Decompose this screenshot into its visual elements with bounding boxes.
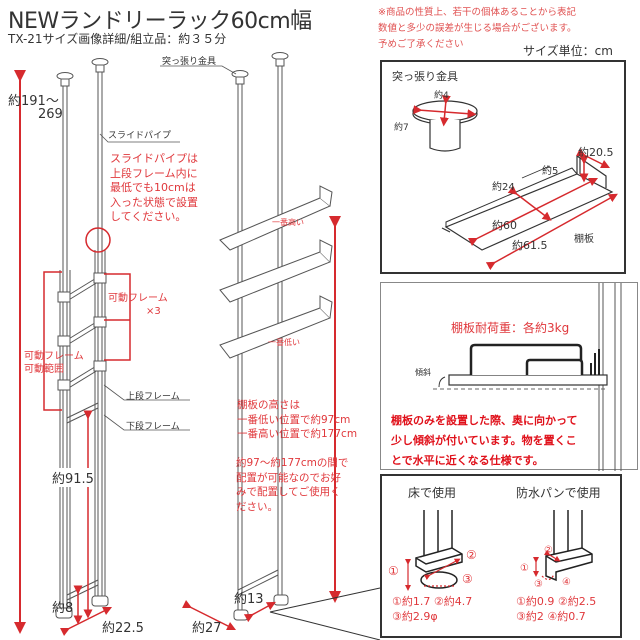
disclaimer-notice: ※商品の性質上、若干の個体あることから表記 数値と多少の誤差が生じる場合がござい… (378, 5, 638, 53)
note-line: 最低でも10cmは (110, 181, 196, 194)
size-unit-label: サイズ単位：cm (523, 44, 613, 58)
note-line: してください。 (110, 210, 187, 223)
load-drawing (433, 283, 622, 471)
note-line: 一番低い位置で約97cm (237, 413, 351, 426)
note-line: 一番高い位置で約177cm (237, 428, 358, 440)
note-line: みで配置してご使用く (236, 486, 341, 498)
shelf-label: 棚板 (574, 234, 594, 245)
note-line: スライドパイプは (110, 152, 198, 165)
dim-line: ③約2 ④約0.7 (516, 610, 586, 623)
slide-pipe-note: スライドパイプは 上段フレーム内に 最低でも10cmは 入った状態で設置 してく… (110, 152, 198, 225)
lower-height-label: 約91.5 (52, 468, 94, 487)
left-rack (55, 58, 109, 619)
width-label: 約27 (192, 621, 222, 636)
foot-height-label: 約8 (52, 601, 74, 616)
marker-3-pan: ③ (534, 579, 543, 590)
note-line: 上段フレーム内に (110, 166, 198, 180)
page-subtitle: TX-21サイズ画像詳細/組立品：約３５分 (8, 32, 227, 46)
note-line: ださい。 (236, 500, 278, 513)
movable-frame-label: 可動フレーム (108, 293, 168, 304)
detail-panel-load: 棚板耐荷重：各約3kg 傾斜 棚板のみを設置した際、奥に向かって 少し傾斜が付い… (380, 282, 638, 471)
overall-height-label: 約191～ (8, 94, 59, 109)
range-line: 可動フレーム (24, 351, 84, 362)
shelf-height-note: 棚板の高さは 一番低い位置で約97cm 一番高い位置で約177cm (237, 398, 357, 442)
pan-dimensions: ①約0.9 ②約2.5 ③約2 ④約0.7 (516, 594, 596, 624)
placement-note: 約97～約177cmの間で 配置が可能なのでお好 みで配置してご使用く ださい。 (236, 456, 348, 514)
note-line: 配置が可能なのでお好 (236, 471, 341, 484)
floor-use-title: 床で使用 (408, 486, 457, 500)
dim-line: ①約1.7 ②約4.7 (392, 595, 473, 608)
load-capacity-label: 棚板耐荷重：各約3kg (451, 321, 570, 335)
slide-pipe-label: スライドパイプ (108, 131, 172, 141)
shelf-lip-height-label: 約5 (542, 166, 559, 177)
dim-line: ①約0.9 ②約2.5 (516, 595, 597, 608)
fitting-length-label: 約7 (394, 123, 409, 133)
marker-1-pan: ① (520, 563, 529, 574)
note-line: 棚板のみを設置した際、奥に向かって (391, 414, 578, 427)
detail-panel-parts: 突っ張り金具 約4 約7 約20.5 約5 約24 約60 約61.5 棚板 (380, 60, 626, 274)
marker-3-floor: ③ (462, 572, 473, 586)
movable-frame-count: ×3 (146, 306, 161, 317)
depth-label: 約22.5 (102, 621, 144, 636)
note-line: 棚板の高さは (237, 399, 300, 411)
middle-rack (219, 52, 333, 621)
overall-height-label-2: 269 (38, 107, 63, 122)
highest-position-label: 一番高い (272, 218, 304, 227)
foot-spacing-label: 約13 (234, 592, 264, 607)
fitting-width-label: 約4 (434, 91, 449, 101)
tilt-note: 棚板のみを設置した際、奥に向かって 少し傾斜が付いています。物を置くこ とで水平… (391, 411, 577, 471)
parts-drawing (412, 95, 618, 271)
marker-2-floor: ② (466, 548, 477, 562)
detail-panel-feet: 床で使用 防水パンで使用 ① ② ③ ① ② ③ ④ ①約1.7 ②約4.7 ③… (380, 474, 622, 638)
page-title: NEWランドリーラック60cm幅 (8, 9, 312, 34)
note-line: とで水平に近くなる仕様です。 (391, 454, 544, 467)
shelf-width-label: 約61.5 (512, 239, 548, 252)
marker-2-pan: ② (544, 545, 553, 556)
marker-1-floor: ① (388, 564, 399, 578)
tension-fitting-label: 突っ張り金具 (162, 57, 217, 67)
dim-line: ③約2.9φ (392, 610, 438, 623)
note-line: 約97～約177cmの間で (236, 457, 349, 469)
note-line: 少し傾斜が付いています。物を置くこ (391, 434, 577, 447)
shelf-inner-width-label: 約60 (492, 219, 517, 232)
tilt-label: 傾斜 (415, 368, 431, 377)
notice-line: 数値と多少の誤差が生じる場合がございます。 (378, 23, 577, 34)
shelf-inner-depth-label: 約24 (492, 182, 515, 193)
upper-frame-label: 上段フレーム (126, 392, 180, 402)
shelf-depth-label: 約20.5 (578, 146, 614, 159)
pan-use-title: 防水パンで使用 (516, 486, 601, 500)
feet-drawing (405, 510, 593, 591)
notice-line: 予めご了承ください (378, 39, 464, 50)
floor-dimensions: ①約1.7 ②約4.7 ③約2.9φ (392, 594, 472, 624)
lowest-position-label: 一番低い (268, 338, 300, 347)
movable-range-label: 可動フレーム 可動範囲 (24, 350, 84, 376)
parts-fitting-title: 突っ張り金具 (392, 70, 458, 83)
marker-4-pan: ④ (562, 577, 571, 588)
range-line: 可動範囲 (24, 364, 64, 375)
notice-line: ※商品の性質上、若干の個体あることから表記 (378, 7, 576, 18)
lower-frame-label: 下段フレーム (126, 422, 180, 432)
note-line: 入った状態で設置 (110, 195, 198, 209)
